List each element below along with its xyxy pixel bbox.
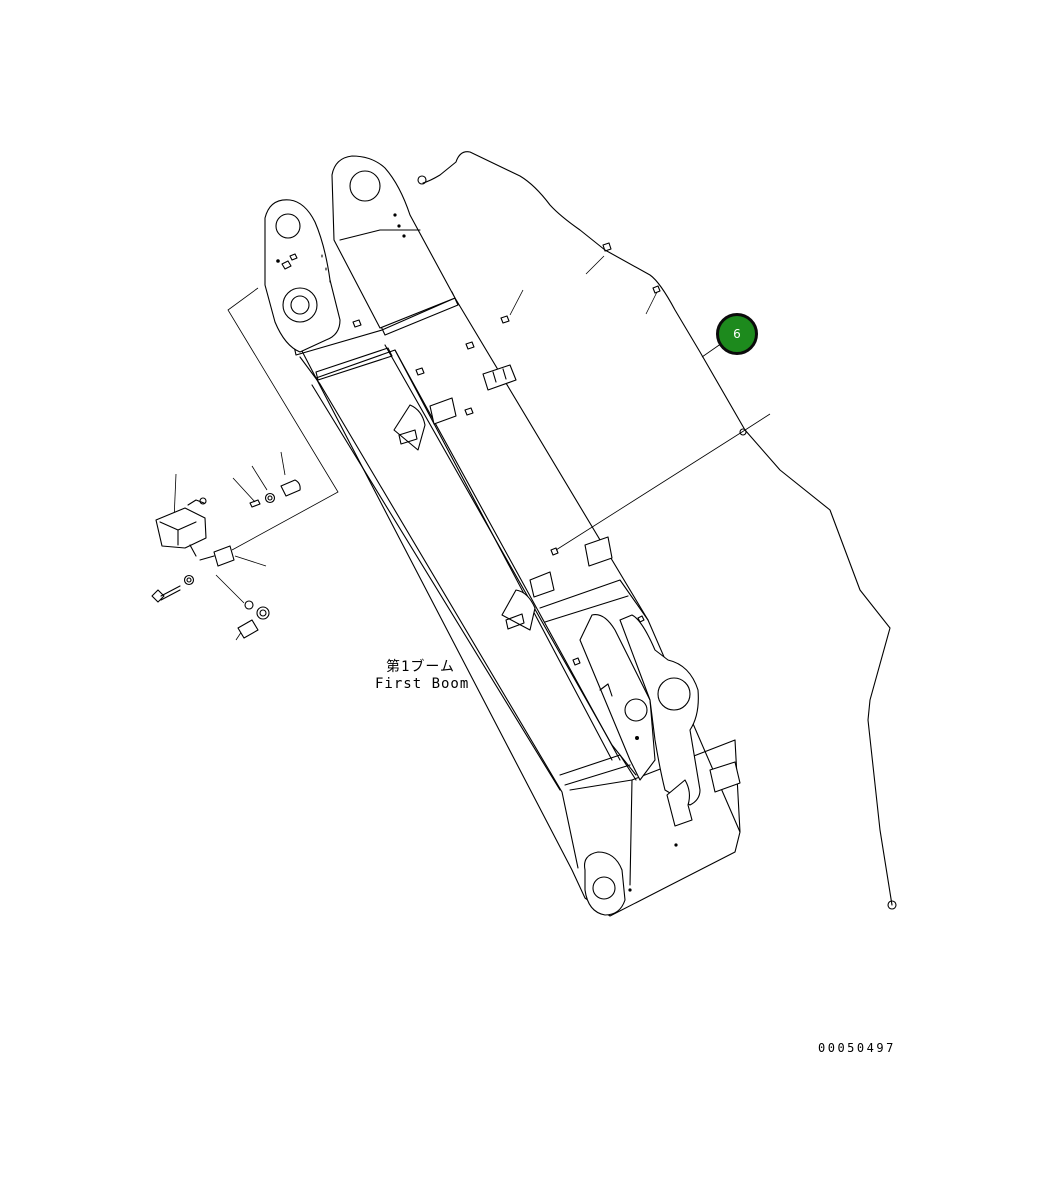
- boom-arm-brackets: [579, 614, 701, 916]
- boom-foot-brackets: [264, 155, 456, 353]
- callout-part-6[interactable]: 6: [716, 313, 758, 355]
- drawing-number: 00050497: [818, 1041, 896, 1055]
- boom-clamps: [393, 315, 741, 892]
- part-label-japanese: 第1ブーム: [386, 659, 456, 675]
- leader-lines: [173, 255, 771, 641]
- grease-tube: [417, 151, 897, 910]
- exploded-fitting-detail: [151, 479, 301, 639]
- part-label-english: First Boom: [375, 676, 470, 692]
